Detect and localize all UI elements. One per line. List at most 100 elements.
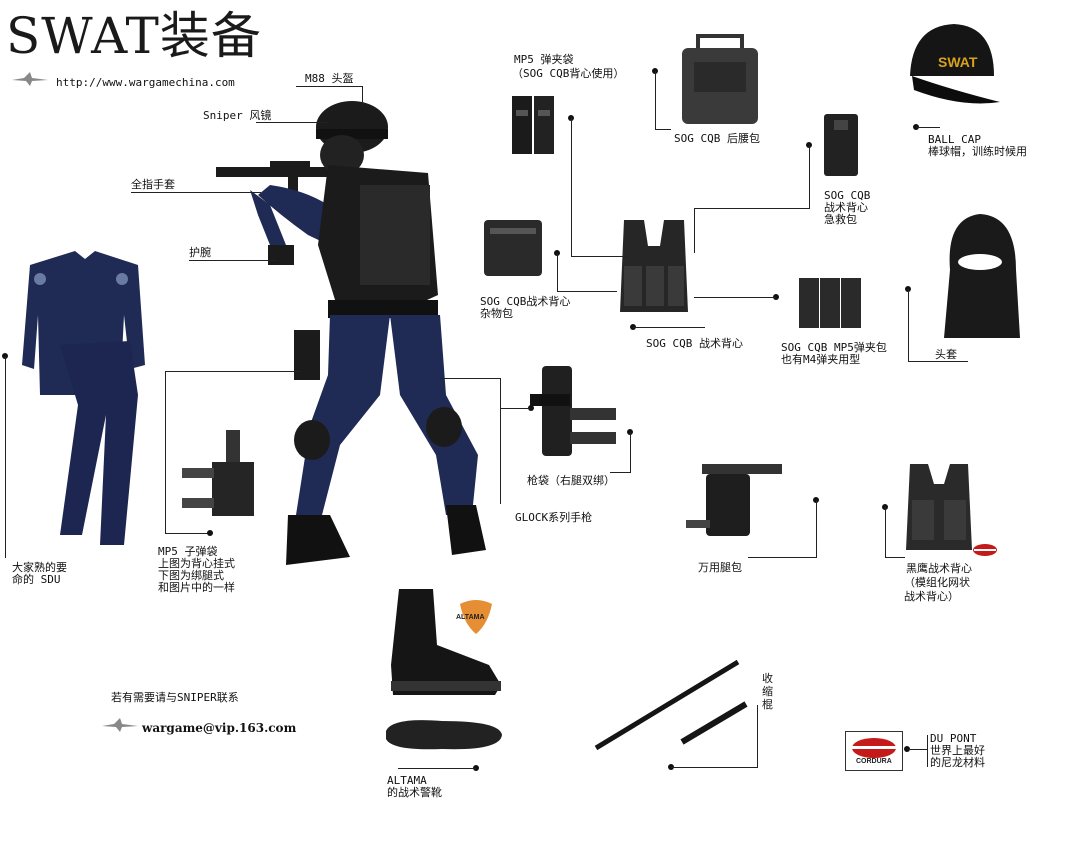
sdu-label-1: 大家熟的要 (12, 561, 67, 574)
leader-line (557, 291, 617, 292)
ball-cap-label-2: 棒球帽，训练时候用 (928, 145, 1027, 158)
leader-line (655, 129, 671, 130)
contact-text: 若有需要请与SNIPER联系 (111, 691, 239, 704)
altama-boot-image (385, 585, 505, 697)
baton-image (588, 656, 748, 756)
sog-cqb-utility-label-2: 杂物包 (480, 307, 513, 320)
cordura-small-logo-icon (972, 542, 998, 556)
leader-line (908, 361, 968, 362)
sog-cqb-mp5-label-2: 也有M4弹夹用型 (781, 353, 861, 366)
leader-line (885, 557, 905, 558)
leader-line (362, 86, 363, 106)
sog-cqb-backpack-image (678, 32, 762, 127)
swat-officer-figure (210, 95, 500, 575)
page-title: SWAT装备 (6, 7, 262, 65)
leader-line (757, 705, 758, 768)
mp5-leg-mag-pouch-image (178, 428, 258, 520)
altama-label-2: 的战术警靴 (387, 786, 442, 799)
leader-line (916, 127, 940, 128)
mp5-mag-label-4: 和图片中的一样 (158, 581, 235, 594)
leader-line (907, 749, 927, 750)
mp5-magazine-pouch-image (508, 92, 558, 157)
glock-label: GLOCK系列手枪 (515, 511, 593, 524)
altama-logo-text: ALTAMA (456, 614, 485, 621)
leader-line (131, 192, 261, 193)
sog-cqb-aid-label-2: 战术背心 (824, 201, 868, 214)
altama-label-1: ALTAMA (387, 774, 427, 787)
hood-image (940, 210, 1022, 340)
baton-label: 收缩棍 (762, 672, 773, 711)
cordura-logo-text: CORDURA (856, 758, 892, 765)
leader-line (571, 256, 627, 257)
leader-line (927, 735, 928, 767)
leader-line (500, 378, 501, 504)
sdu-uniform-image (20, 245, 150, 545)
leader-line (630, 432, 631, 472)
mp5-mag-label-2: 上图为背心挂式 (158, 557, 235, 570)
leader-line (748, 557, 817, 558)
m88-helmet-label: M88 头盔 (305, 72, 354, 85)
leader-line (165, 371, 166, 533)
hood-label: 头套 (935, 348, 957, 361)
leader-line (694, 297, 776, 298)
leader-line (809, 145, 810, 208)
leader-line (633, 327, 705, 328)
leader-line (694, 208, 810, 209)
leader-line (571, 118, 572, 256)
dupont-label-1: DU PONT (930, 732, 977, 745)
blackhawk-label-2: （模组化网状 (904, 576, 970, 589)
leader-line (189, 260, 277, 261)
sog-cqb-vest-label: SOG CQB 战术背心 (646, 337, 743, 350)
leader-line (165, 371, 300, 372)
full-finger-gloves-label: 全指手套 (131, 178, 175, 191)
leader-line (908, 289, 909, 361)
leader-line (398, 768, 476, 769)
leader-line (296, 86, 362, 87)
leg-pouch-image (684, 460, 786, 540)
leg-pouch-label: 万用腿包 (698, 561, 742, 574)
leader-line (500, 408, 530, 409)
altama-sole-image (382, 715, 506, 755)
leader-line (885, 507, 886, 557)
blackhawk-label-1: 黑鹰战术背心 (906, 562, 972, 575)
sog-cqb-aid-label-3: 急救包 (824, 213, 857, 226)
ball-cap-image: SWAT (902, 18, 1002, 108)
dupont-label-2: 世界上最好 (930, 744, 985, 757)
leader-dot (773, 294, 779, 300)
email-text: wargame@vip.163.com (142, 721, 297, 735)
leader-line (5, 356, 6, 558)
dupont-label-3: 的尼龙材料 (930, 756, 985, 769)
sog-cqb-utility-pouch-image (482, 218, 544, 278)
holster-image (526, 362, 622, 462)
leader-line (671, 767, 757, 768)
leader-line (610, 472, 631, 473)
blackhawk-label-3: 战术背心） (904, 590, 959, 603)
mp5-pouch-label-2: （SOG CQB背心使用） (512, 67, 625, 80)
altama-logo-icon: ALTAMA (454, 594, 498, 638)
leader-line (694, 208, 695, 253)
site-url: http://www.wargamechina.com (56, 76, 235, 89)
leader-dot (473, 765, 479, 771)
sniper-goggles-label: Sniper 风镜 (203, 109, 272, 122)
leader-dot (207, 530, 213, 536)
mp5-mag-label-3: 下图为绑腿式 (158, 569, 224, 582)
ball-cap-label-1: BALL CAP (928, 133, 981, 146)
mp5-mag-label-1: MP5 子弹袋 (158, 545, 218, 558)
leader-line (557, 253, 558, 291)
sdu-label-2: 命的 SDU (12, 573, 61, 586)
leader-dot (528, 405, 534, 411)
sog-cqb-backpack-label: SOG CQB 后腰包 (674, 132, 760, 145)
blackhawk-vest-image (904, 460, 974, 552)
leader-line (655, 71, 656, 129)
sog-cqb-aid-label-1: SOG CQB (824, 189, 871, 202)
holster-label: 枪袋（右腿双绑） (527, 474, 615, 487)
eagle-small-logo-icon (100, 716, 140, 734)
leader-line (256, 122, 328, 123)
wrist-guard-label: 护腕 (189, 246, 211, 259)
cordura-logo-box: CORDURA (845, 731, 903, 771)
eagle-logo-icon (10, 70, 50, 88)
cap-logo-text: SWAT (938, 54, 978, 70)
sog-cqb-aid-pouch-image (822, 112, 860, 178)
sog-cqb-mp5-pouch-image (795, 272, 865, 332)
sog-cqb-mp5-label-1: SOG CQB MP5弹夹包 (781, 341, 887, 354)
